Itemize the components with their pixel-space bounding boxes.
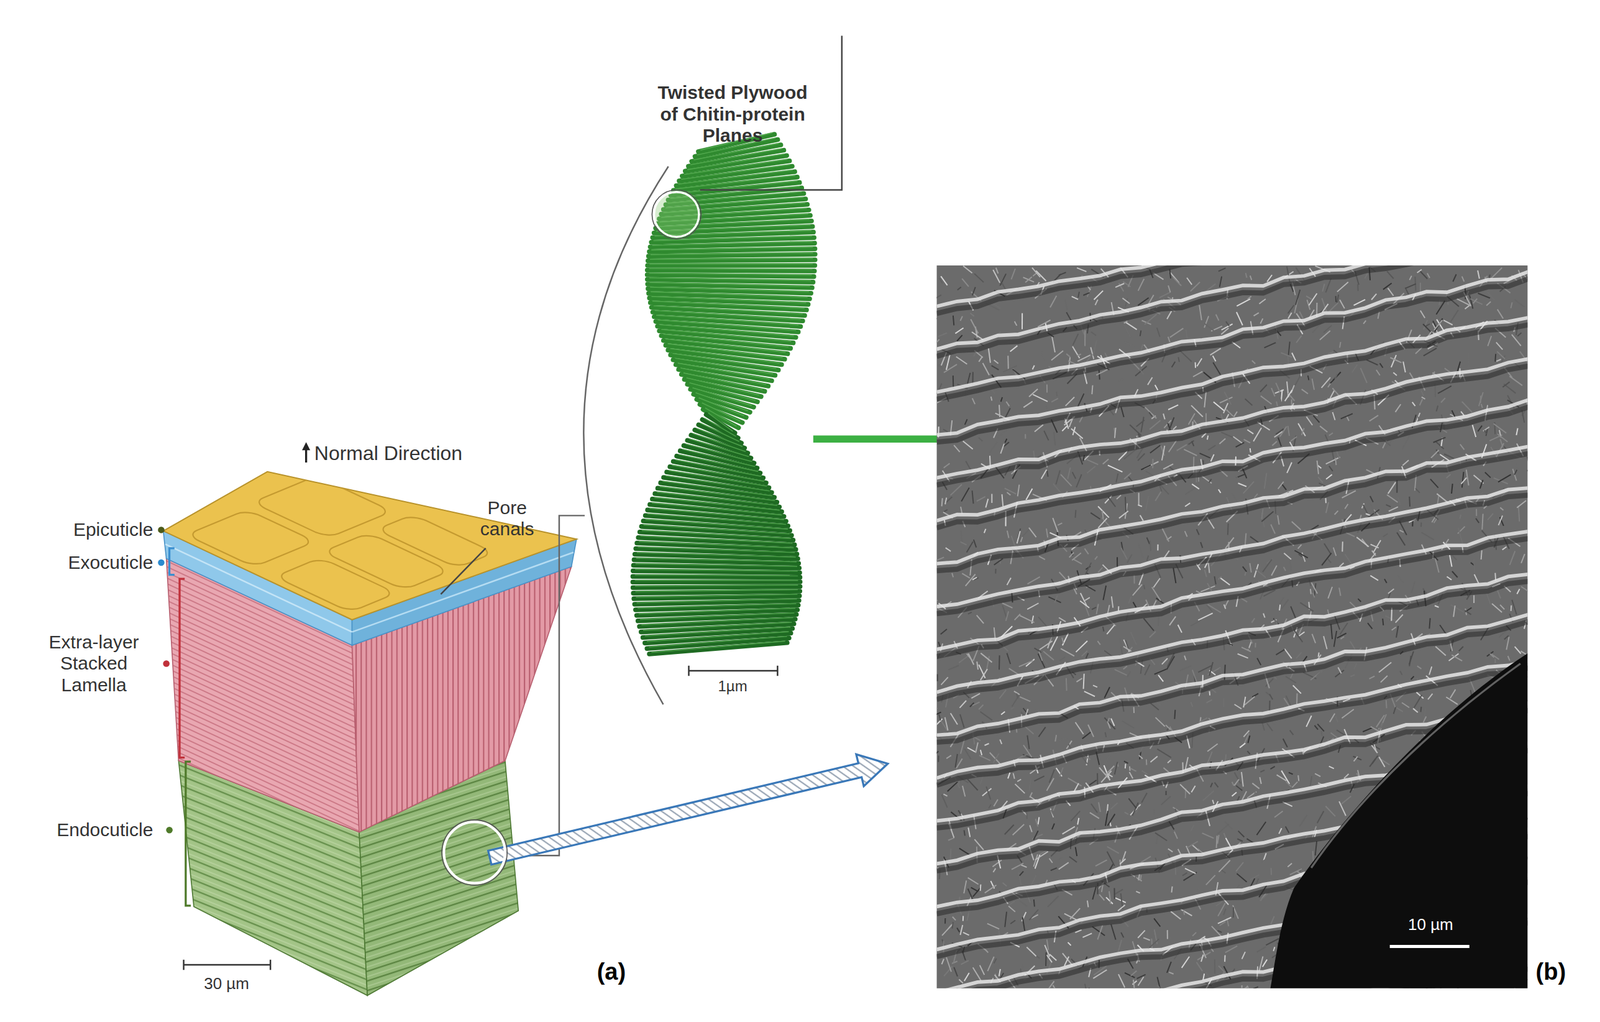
normal-arrow [301,441,311,463]
leader-line [440,548,486,595]
scale-label: 10 µm [1408,915,1454,934]
scale-bar [183,959,271,970]
structure-title: Twisted Plywood of Chitin-protein Planes [651,82,814,147]
zoom-circle [443,821,506,883]
layer-label: Extra-layer Stacked Lamella [31,631,156,696]
axis-label: Normal Direction [314,441,463,465]
layer-dots [157,526,173,833]
cuticle-block [163,471,577,996]
panel-label: (a) [597,958,626,986]
zoom-bracket [506,166,669,856]
selection-marker [787,385,812,402]
layer-label: Endocuticle [56,818,153,841]
layer-label: Exocuticle [68,551,154,574]
zoom-circle [654,192,700,237]
sem-micrograph [925,185,1540,1022]
layer-brackets [169,548,191,906]
scale-bar [688,665,778,676]
panel-label: (b) [1536,958,1567,986]
twisted-plywood [632,132,815,654]
part-label: Pore canals [472,497,542,540]
scale-label: 1µm [718,677,748,695]
zoom-arrow [488,753,888,864]
layer-label: Epicuticle [73,518,153,541]
scale-label: 30 µm [203,974,250,993]
zoom-circle [651,189,701,239]
zoom-circle [441,819,508,885]
